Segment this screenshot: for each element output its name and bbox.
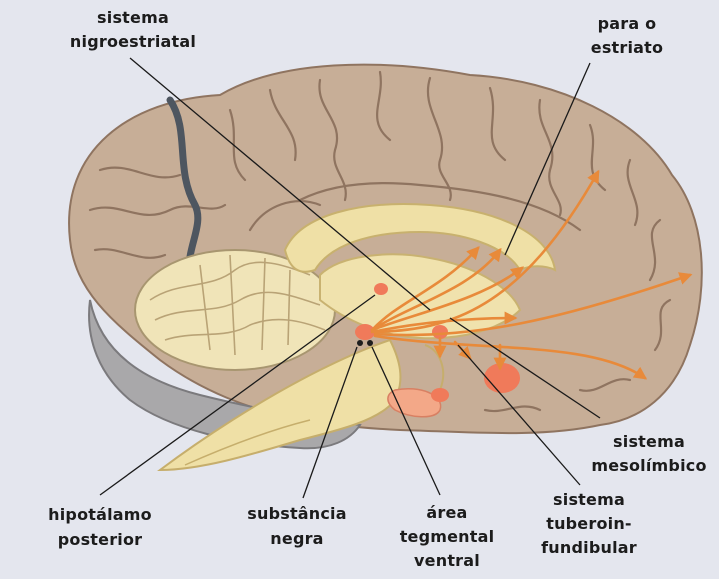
label-sistema-mesolimbico: sistema mesolímbico xyxy=(584,433,714,475)
vta-dot xyxy=(367,340,373,346)
label-sistema-tuberoinfundibular: sistema tuberoin- fundibular xyxy=(524,491,654,557)
label-substancia-negra: substância negra xyxy=(232,505,362,548)
substantia-nigra-dot xyxy=(357,340,363,346)
label-para-o-estriato: para o estriato xyxy=(572,15,682,57)
pituitary-gland xyxy=(484,363,520,393)
label-sistema-nigroestriatal: sistema nigroestriatal xyxy=(58,9,208,51)
label-area-tegmental-ventral: área tegmental ventral xyxy=(392,504,502,570)
tubero-nucleus xyxy=(431,388,449,402)
label-hipotalamo-posterior: hipotálamo posterior xyxy=(30,506,170,549)
hypothalamus-posterior-nucleus xyxy=(374,283,388,295)
